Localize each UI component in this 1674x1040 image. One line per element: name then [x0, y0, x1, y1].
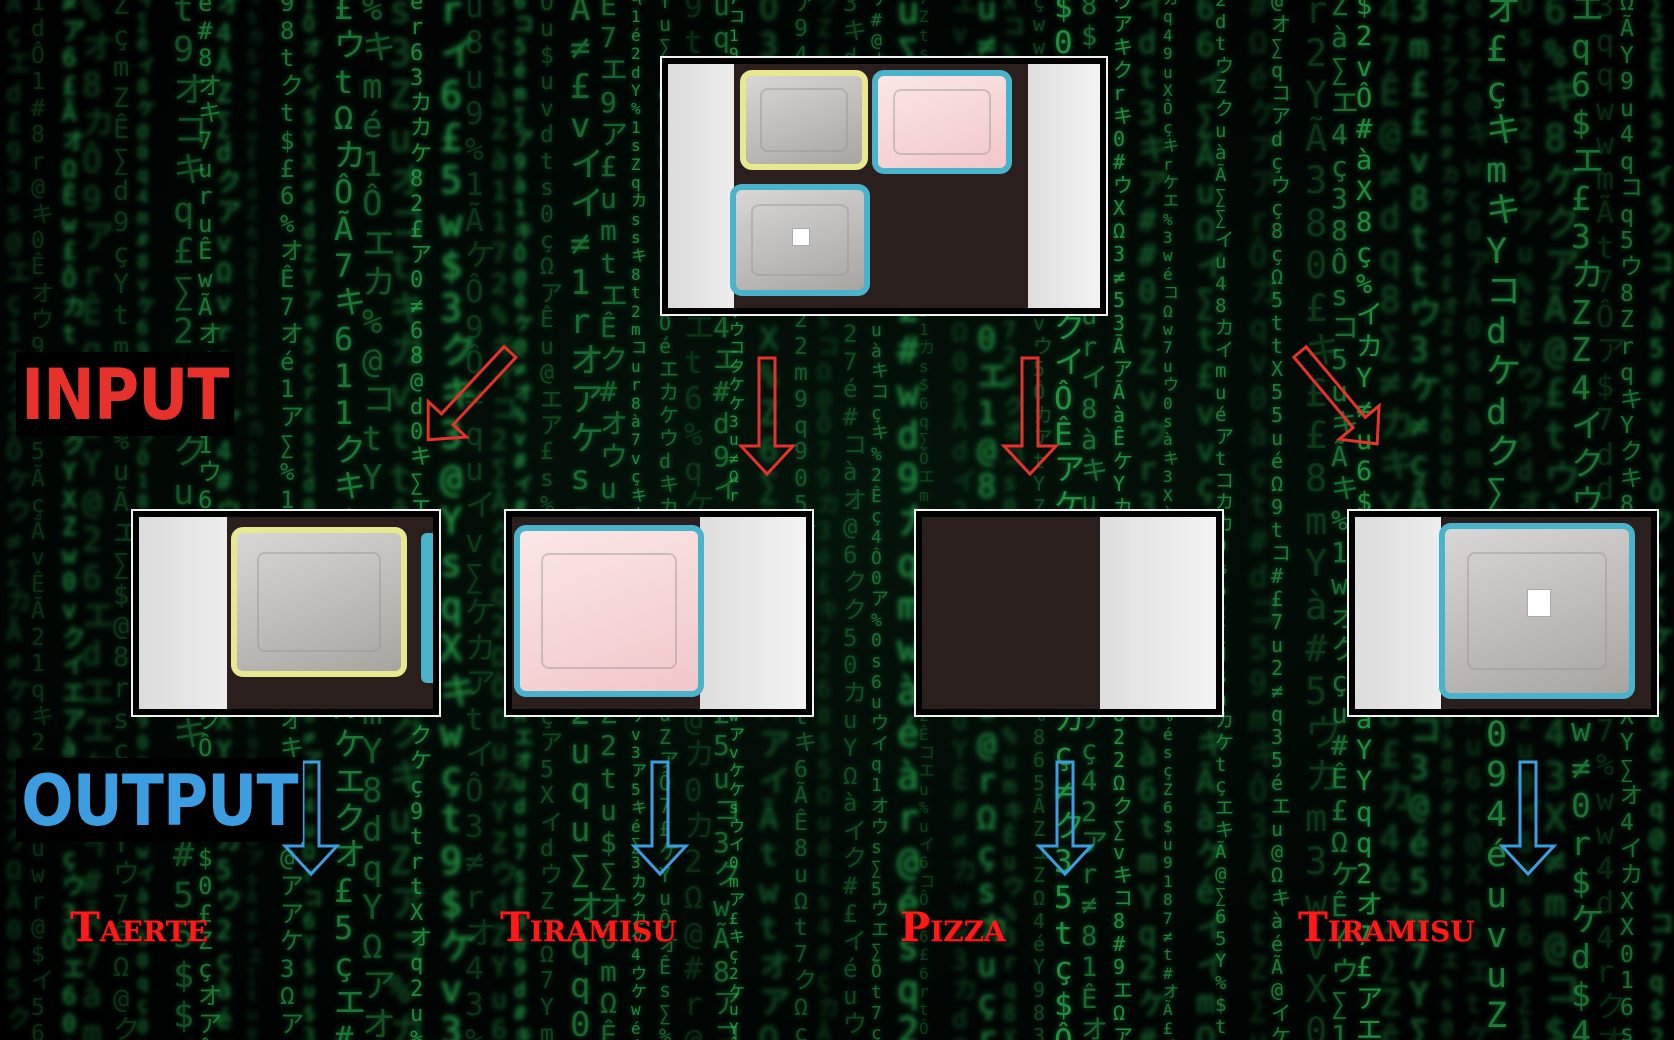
matrix-rain-column: @ オ ∑ q コ ア d ç ウ ç 8 ç Ω 5 t t X 5 5 u …: [1271, 0, 1291, 1040]
matrix-rain-column: エ q 6 $ エ £ 3 カ Z Z 4 イ ク ウ オ カ r 1 ア w …: [1571, 0, 1604, 1040]
crop-photo-3: [914, 509, 1224, 717]
crop-photo-1: [131, 509, 441, 717]
arrow-down-outline-icon: [426, 344, 518, 442]
arrow-down-outline-icon: [1498, 760, 1558, 877]
crop-photo-1-image: [139, 517, 433, 709]
pink-container: [872, 70, 1012, 174]
yellow-container: [740, 70, 868, 170]
matrix-rain-column: Ã ç エ d £ 9 3 s @ エ ç 1 Z ク $ Ô ケ ウ ≠ ∑ …: [6, 0, 33, 1040]
arrow-down-outline-icon: [1035, 760, 1095, 877]
input-photo-frame: [660, 56, 1108, 316]
matrix-rain-column: Ω Ã Y 9 u 4 q コ q 5 ウ 8 Z r q キ Y ク キ 8 …: [1620, 0, 1643, 1040]
crop-photo-4-image: [1355, 517, 1651, 709]
matrix-rain-column: ∑ 3 Ê Ã s 2 イ $ ク コ イ à 5 # v v Y Ô ク s …: [1649, 0, 1674, 1040]
matrix-rain-column: キ ケ 2 ア ク 8 m # カ ケ ≠ d 4 £ オ Z ≠ キ X Ã …: [1441, 0, 1461, 1040]
arrow-down-outline-icon: [630, 760, 690, 877]
input-photo: [668, 64, 1100, 308]
arrow-down-outline-icon: [1291, 344, 1381, 446]
input-label: INPUT: [16, 352, 234, 436]
output-label: OUTPUT: [16, 758, 303, 842]
matrix-rain-column: Z à ∑ エ 4 ç 3 8 Ô s コ 5 u キ Ã キ % 1 w オ …: [1331, 0, 1360, 1040]
matrix-rain-column: r 2 Y Ã 3 8 0 £ キ £ £ 8 m Y à # 5 ウ カ m …: [1305, 0, 1342, 1040]
crop-photo-3-image: [922, 517, 1216, 709]
crop-photo-2: [504, 509, 814, 717]
pink-container: [514, 525, 704, 697]
arrow-down-outline-icon: [1000, 356, 1060, 477]
blue-container: [1439, 523, 1635, 699]
matrix-rain-column: é $ Z @ キ w ç 0 ア Ã 0 $ m à m 4 % Ô エ w …: [1465, 0, 1494, 1040]
matrix-rain-column: r イ 6 £ 5 w $ 3 ク キ 3 @ Y s q X キ w ç t …: [440, 0, 477, 1040]
arrow-down-outline-icon: [281, 760, 341, 877]
crop-photo-2-image: [512, 517, 806, 709]
result-label-3: Pizza: [900, 904, 1006, 951]
matrix-rain-column: u 8 u 9 % 1 Ã ケ Ô 9 Ô ≠ q u イ v ∑ ケ カ ア …: [465, 0, 496, 1040]
matrix-rain-column: 9 8 t ク t $ £ 6 % オ Ê 7 オ é 1 ア ∑ % 1 1 …: [280, 0, 304, 1040]
crop-photo-4: [1347, 509, 1659, 717]
yellow-container: [231, 527, 407, 677]
result-label-2: Tiramisu: [500, 904, 677, 951]
matrix-rain-column: # Ω é ケ ア ア r Ô カ q v 0 à ç t # d コ 5 9 …: [1249, 0, 1280, 1040]
blue-container: [730, 184, 870, 296]
result-label-4: Tiramisu: [1298, 904, 1475, 951]
result-label-1: Taerte: [70, 904, 208, 951]
arrow-down-outline-icon: [737, 356, 797, 477]
matrix-rain-column: % オ 8 カ Ô 9 ア r Ê q 5 u Y @ 2 6 エ d エ エ …: [82, 0, 115, 1040]
